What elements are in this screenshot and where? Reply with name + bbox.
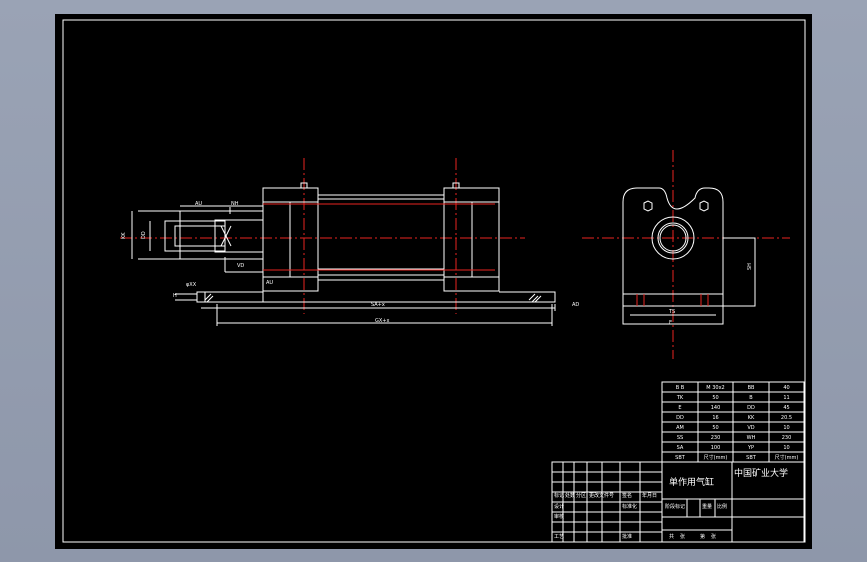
label-zone: 分区 [576,492,586,499]
param-cell: 16 [712,415,718,421]
label-mark: 标记 [554,492,564,499]
dim-gx: GX+x [375,318,389,324]
label-total: 共 [669,533,674,540]
param-cell: E [678,405,681,411]
param-cell: M 30x2 [706,385,724,391]
param-cell: AM [676,425,684,431]
label-sheet2: 张 [711,533,716,540]
label-count: 处数 [565,492,575,499]
param-cell: 45 [783,405,789,411]
param-cell: YP [747,445,754,451]
param-cell: 10 [783,445,789,451]
label-sign: 签名 [622,492,632,499]
dim-sa: SA+x [371,302,385,308]
param-cell: VD [747,425,754,431]
param-cell: TK [676,395,684,401]
param-cell: 尺寸(mm) [775,454,799,461]
cad-drawing: AU NH AU VD KK DD φXX H AD SA+x GX+x TS [62,19,806,543]
param-cell: 11 [783,395,789,401]
label-doc: 更改文件号 [589,492,614,499]
label-stage: 阶段标记 [665,503,685,510]
param-cell: B B [676,385,685,391]
label-design: 设计 [554,503,564,510]
param-cell: 20.5 [781,415,792,421]
param-cell: 尺寸(mm) [704,454,728,461]
param-cell: BB [748,385,755,391]
label-approve: 批准 [622,533,632,540]
param-cell: DD [676,415,684,421]
param-cell: 10 [783,425,789,431]
param-cell: WH [747,435,756,441]
param-cell: 50 [712,425,718,431]
param-cell: 230 [782,435,792,441]
param-cell: SS [677,435,683,441]
dim-dd: DD [141,231,147,239]
drawing-border [62,19,806,543]
front-view: AU NH AU VD KK DD φXX H AD SA+x GX+x [120,158,579,326]
param-cell: 230 [711,435,721,441]
param-cell: SBT [675,455,686,461]
label-process: 工艺 [554,534,564,540]
dim-pos: φXX [186,282,197,288]
dim-au-bottom: AU [266,280,273,286]
label-sheet1: 张 [680,533,685,540]
param-cell: 40 [783,385,789,391]
param-cell: 50 [712,395,718,401]
param-cell: SA [677,445,684,451]
part-name: 单作用气缸 [669,476,714,488]
param-cell: B [749,395,753,401]
label-date: 年月日 [642,492,657,499]
dim-kk: KK [121,232,127,239]
cad-drawing-viewport[interactable]: AU NH AU VD KK DD φXX H AD SA+x GX+x TS [55,14,812,549]
param-cell: KK [748,415,755,421]
param-cell: DD [747,405,755,411]
dim-au-top: AU [195,201,202,207]
label-standard: 标准化 [622,503,637,510]
title-block: 单作用气缸 中国矿业大学 标记 处数 分区 更改文件号 签名 年月日 设计 标准… [551,461,805,543]
label-scale: 比例 [717,503,727,510]
dim-e: E [669,320,672,326]
side-view: TS E SH [582,150,790,359]
param-cell: 140 [711,405,721,411]
dim-sh: SH [747,263,753,270]
dim-ad: AD [572,302,579,308]
label-review: 审核 [554,513,564,520]
param-cell: SBT [746,455,757,461]
dim-h: H [173,293,177,299]
dim-nh: NH [231,201,239,207]
dim-vd: VD [237,263,244,269]
dim-ts: TS [668,309,675,315]
school-name: 中国矿业大学 [734,467,788,479]
label-weight: 重量 [702,503,712,510]
param-cell: 100 [711,445,721,451]
label-no: 第 [700,533,705,540]
